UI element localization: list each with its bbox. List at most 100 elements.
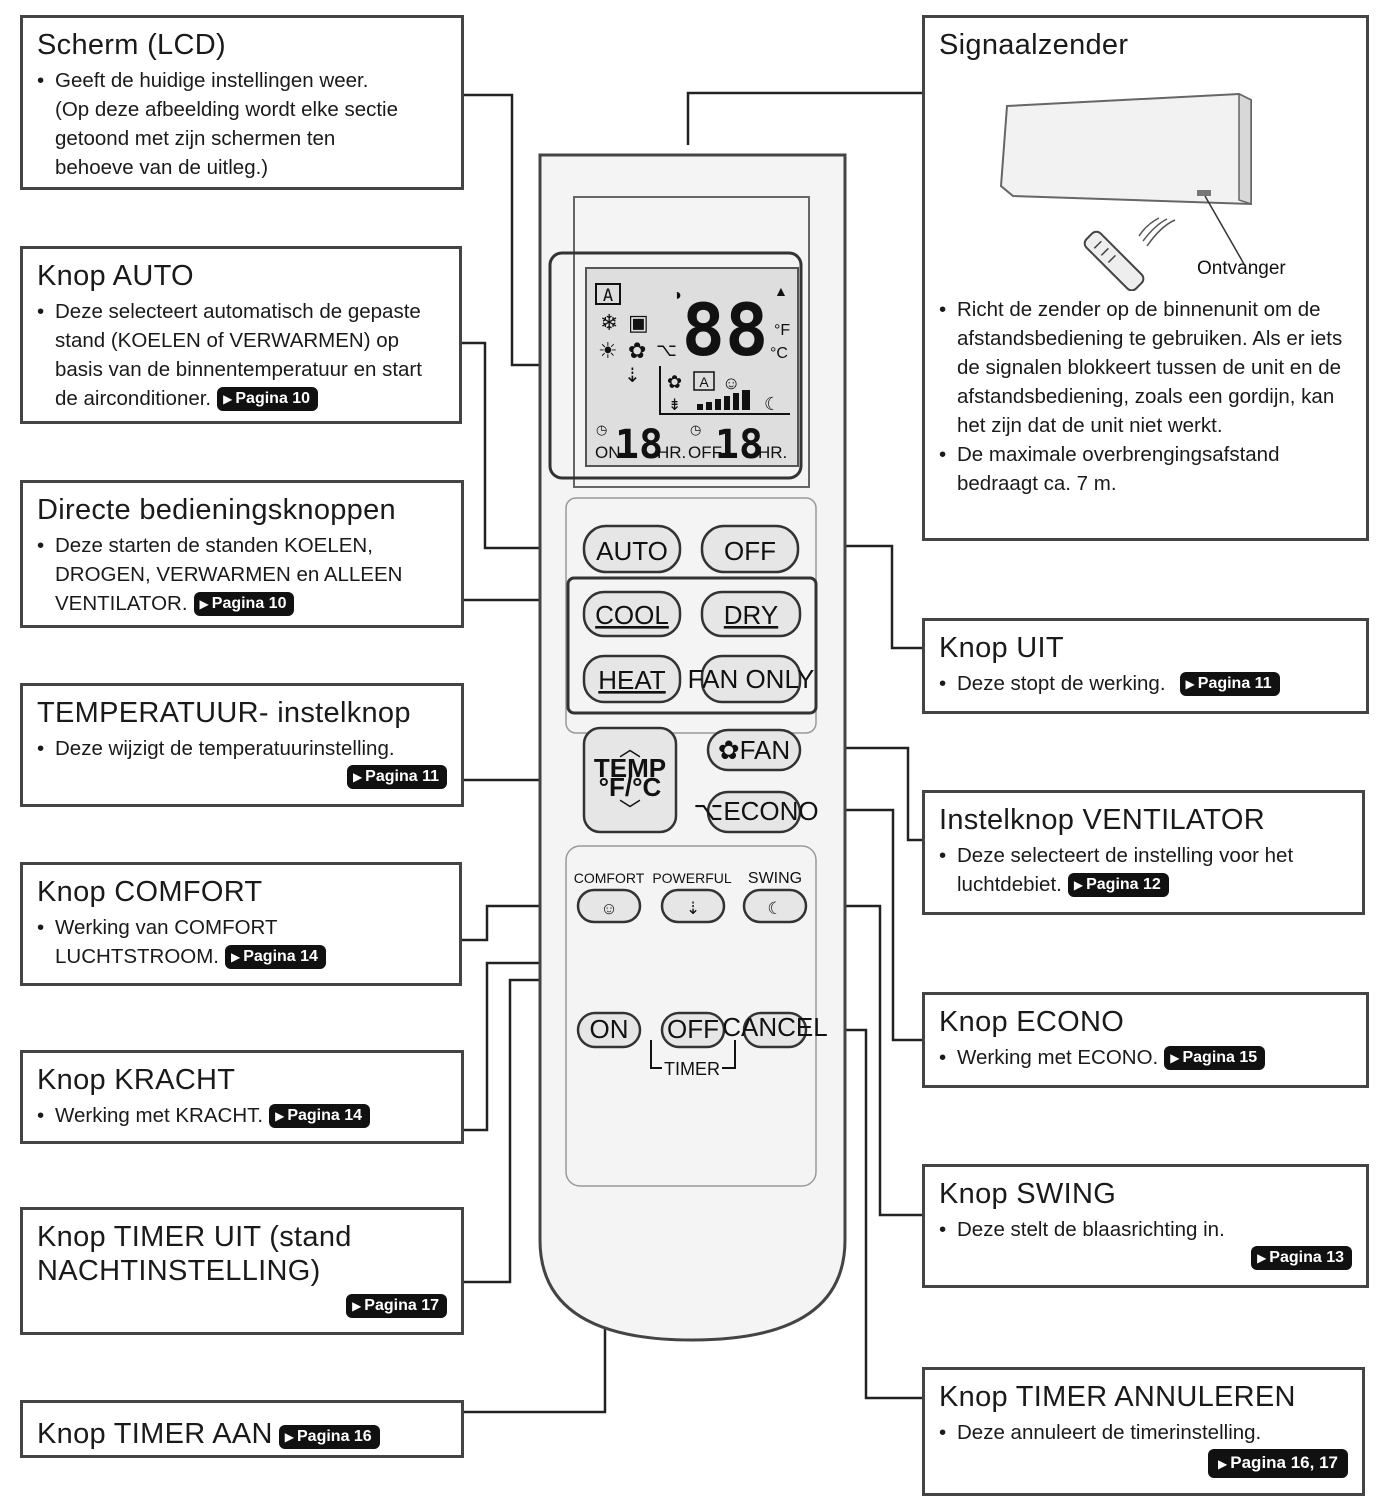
direct-page-ref[interactable]: Pagina 10: [193, 592, 295, 616]
svg-text:FAN ONLY: FAN ONLY: [688, 664, 815, 694]
receiver-label: Ontvanger: [1197, 258, 1286, 279]
uit-page-ref[interactable]: Pagina 11: [1179, 672, 1280, 696]
timeroff-callout-title: Knop TIMER UIT (stand NACHTINSTELLING): [37, 1221, 352, 1287]
tree-icon: ⇟: [668, 397, 681, 414]
dry-icon: ▣: [628, 310, 649, 335]
timer-clock-icon: ◷: [596, 422, 607, 437]
lcd-big-digits: 88: [682, 288, 769, 372]
signal-waves-icon: [1138, 217, 1176, 247]
timeron-page-ref[interactable]: Pagina 16: [278, 1425, 380, 1449]
svg-text:OFF: OFF: [667, 1014, 719, 1044]
timer-cancel-button[interactable]: CANCEL: [722, 1011, 828, 1049]
svg-text:AUTO: AUTO: [596, 536, 668, 566]
uit-callout-text: Deze stopt de werking.: [957, 672, 1166, 695]
econo-button-icon: ⌥: [693, 796, 723, 826]
comfort-page-ref[interactable]: Pagina 14: [225, 945, 326, 969]
svg-text:TEMP: TEMP: [594, 753, 666, 783]
swing-button[interactable]: ☾: [742, 888, 808, 924]
uit-callout-title: Knop UIT: [939, 632, 1064, 664]
lcd-timer-off-digits: 18: [715, 422, 763, 468]
timer-off-button[interactable]: OFF: [660, 1011, 726, 1049]
swing-callout-text: Deze stelt de blaasrichting in.: [957, 1218, 1225, 1241]
fan-button-icon: ✿: [718, 735, 740, 765]
lcd-screen: [585, 267, 799, 467]
svg-text:✿FAN: ✿FAN: [718, 735, 790, 765]
lcd-timer-on-digits: 18: [615, 422, 663, 468]
swing-page-ref[interactable]: Pagina 13: [1251, 1246, 1352, 1270]
powerful-button[interactable]: ⇣: [660, 888, 726, 924]
lcd-callout: Scherm (LCD) Geeft de huidige instelling…: [20, 15, 464, 190]
fan-callout-title: Instelknop VENTILATOR: [939, 804, 1265, 836]
fan-page-ref[interactable]: Pagina 12: [1067, 873, 1169, 897]
svg-text:CANCEL: CANCEL: [722, 1012, 827, 1042]
fan-only-button[interactable]: FAN ONLY: [688, 654, 815, 704]
kracht-callout-text: Werking met KRACHT.: [55, 1104, 264, 1127]
kracht-page-ref[interactable]: Pagina 14: [269, 1104, 371, 1128]
lcd-callout-line-2: (Op deze afbeelding wordt elke sectie: [55, 98, 399, 121]
chevron-down-icon: ﹀: [619, 798, 641, 823]
econo-callout-title: Knop ECONO: [939, 1006, 1125, 1038]
lcd-callout-line-4: behoeve van de uitleg.): [55, 156, 269, 179]
off-button[interactable]: OFF: [700, 524, 800, 574]
timer-clock-icon-2: ◷: [690, 422, 701, 437]
svg-text:°F/°C: °F/°C: [599, 772, 662, 802]
fan-callout: Instelknop VENTILATOR Deze selecteert de…: [922, 790, 1365, 915]
timeron-callout: Knop TIMER AANPagina 16: [20, 1400, 464, 1458]
fan-button[interactable]: ✿FAN: [706, 728, 802, 772]
fan-level-bars: [697, 390, 750, 410]
lcd-callout-title: Scherm (LCD): [37, 29, 226, 61]
lcd-off-label: OFF: [688, 443, 722, 462]
direct-callout: Directe bedieningsknoppen Deze starten d…: [20, 480, 464, 628]
comfort-callout-text: Werking van COMFORT LUCHTSTROOM.: [55, 916, 278, 968]
cancel-callout-title: Knop TIMER ANNULEREN: [939, 1381, 1296, 1413]
auto-button[interactable]: AUTO: [582, 524, 682, 574]
svg-text:COOL: COOL: [595, 600, 669, 630]
indoor-unit-illustration: Ontvanger: [999, 92, 1286, 291]
timer-label: TIMER: [664, 1059, 720, 1079]
comfort-callout-title: Knop COMFORT: [37, 876, 263, 908]
timer-on-button[interactable]: ON: [576, 1011, 642, 1049]
swing-button-icon: ☾: [767, 899, 782, 918]
auto-small-icon: A: [699, 374, 709, 390]
swing-lcd-icon: ☾: [764, 394, 780, 414]
cancel-page-ref[interactable]: Pagina 16, 17: [1208, 1449, 1348, 1478]
auto-page-ref[interactable]: Pagina 10: [217, 387, 319, 411]
svg-text:⌥ECONO: ⌥ECONO: [693, 796, 818, 826]
snowflake-icon: ❄: [600, 310, 618, 335]
kracht-callout-title: Knop KRACHT: [37, 1064, 236, 1096]
econo-button[interactable]: ⌥ECONO: [693, 790, 819, 834]
lcd-deg-f: °F: [774, 322, 790, 339]
timeroff-callout: Knop TIMER UIT (stand NACHTINSTELLING) P…: [20, 1207, 464, 1335]
lcd-callout-line-1: Geeft de huidige instellingen weer.: [37, 66, 447, 95]
svg-text:ON: ON: [590, 1014, 629, 1044]
timeroff-page-ref[interactable]: Pagina 17: [346, 1294, 447, 1318]
powerful-label: POWERFUL: [652, 870, 732, 886]
temp-callout-text: Deze wijzigt de temperatuurinstelling.: [55, 737, 395, 760]
cool-button[interactable]: COOL: [582, 590, 682, 638]
lcd-hr-1: HR.: [657, 443, 686, 462]
svg-text:HEAT: HEAT: [598, 665, 666, 695]
comfort-button[interactable]: ☺: [576, 888, 642, 924]
comfort-button-icon: ☺: [600, 899, 617, 918]
heat-button[interactable]: HEAT: [582, 654, 682, 704]
econo-callout-text: Werking met ECONO.: [957, 1046, 1159, 1069]
auto-callout-text: Deze selecteert automatisch de gepaste s…: [55, 300, 422, 410]
temp-callout-title: TEMPERATUUR- instelknop: [37, 697, 411, 729]
cancel-callout-text: Deze annuleert de timerinstelling.: [957, 1421, 1262, 1444]
dry-button[interactable]: DRY: [700, 590, 802, 638]
airflow-icon: ⇣: [624, 365, 641, 387]
lcd-deg-c: °C: [770, 345, 788, 362]
direct-callout-text: Deze starten de standen KOELEN, DROGEN, …: [55, 534, 403, 615]
lcd-auto-icon: A: [603, 286, 613, 306]
econo-lcd-icon: ⌥: [656, 340, 677, 360]
auto-callout-title: Knop AUTO: [37, 260, 194, 292]
temp-page-ref[interactable]: Pagina 11: [346, 765, 447, 789]
remote-small-icon: [1083, 230, 1145, 291]
fan-icon: ✿: [628, 338, 646, 363]
swing-callout-title: Knop SWING: [939, 1178, 1117, 1210]
econo-page-ref[interactable]: Pagina 15: [1164, 1046, 1266, 1070]
temp-button[interactable]: ︿ TEMP °F/°C ﹀: [582, 726, 678, 834]
signal-bullet-1: Richt de zender op de binnenunit om de a…: [939, 295, 1352, 440]
lcd-callout-line-3: getoond met zijn schermen ten: [55, 127, 336, 150]
